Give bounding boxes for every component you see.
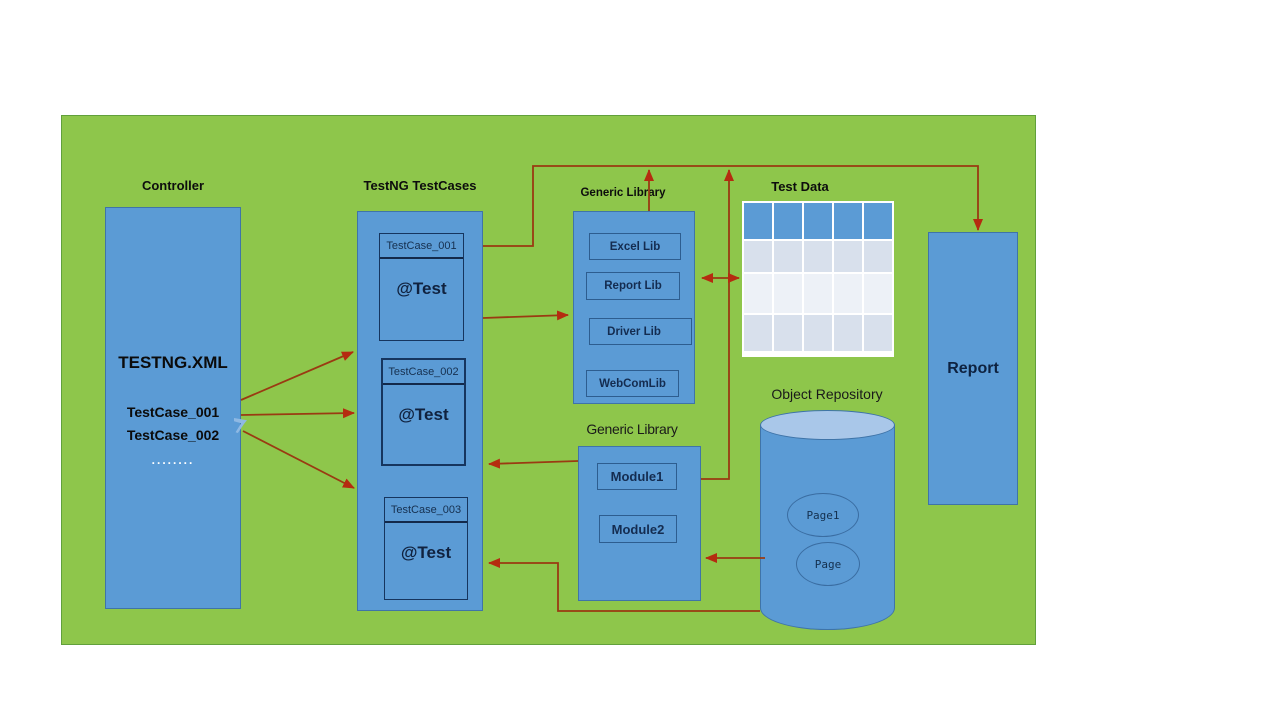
generic-library-bottom-heading: Generic Library (586, 421, 678, 437)
controller-box: TESTNG.XML TestCase_001 TestCase_002 ...… (105, 207, 241, 609)
table-cell (864, 315, 892, 351)
table-cell (744, 315, 772, 351)
testcase-001-annotation: @Test (396, 279, 447, 298)
controller-ellipsis: ........ (151, 453, 195, 467)
testcase-002-header: TestCase_002 (383, 360, 464, 385)
table-cell (804, 315, 832, 351)
table-cell (774, 241, 802, 272)
driver-lib-box: Driver Lib (589, 318, 692, 345)
testcase-003-annotation: @Test (400, 543, 452, 562)
testcase-002-box: TestCase_002 @Test (381, 358, 466, 466)
testcase-001-header: TestCase_001 (380, 234, 463, 259)
testcase-002-annotation: @Test (398, 405, 449, 424)
testcase-003-box: TestCase_003 @Test (384, 497, 468, 600)
testng-xml-label: TESTNG.XML (118, 353, 228, 372)
table-cell (834, 203, 862, 239)
table-cell (864, 203, 892, 239)
report-label: Report (947, 359, 999, 377)
controller-heading: Controller (141, 178, 205, 193)
testng-heading: TestNG TestCases (363, 178, 477, 193)
controller-case-1: TestCase_001 (126, 404, 220, 420)
table-cell (834, 241, 862, 272)
table-cell (744, 274, 772, 313)
page1-ellipse: Page1 (787, 493, 859, 537)
report-lib-box: Report Lib (586, 272, 680, 300)
test-data-heading: Test Data (771, 179, 829, 194)
object-repository-cylinder: Page1 Page (760, 410, 895, 632)
testng-box: TestCase_001 @Test TestCase_002 @Test Te… (357, 211, 483, 611)
webcomlib-box: WebComLib (586, 370, 679, 397)
page-ellipse: Page (796, 542, 860, 586)
table-cell (744, 241, 772, 272)
module2-box: Module2 (599, 515, 677, 543)
object-repository-heading: Object Repository (771, 386, 883, 402)
module1-box: Module1 (597, 463, 677, 490)
table-cell (774, 315, 802, 351)
table-cell (864, 241, 892, 272)
table-cell (834, 315, 862, 351)
test-data-table (742, 201, 894, 357)
testcase-003-header: TestCase_003 (385, 498, 467, 523)
table-cell (834, 274, 862, 313)
table-cell (744, 203, 772, 239)
excel-lib-box: Excel Lib (589, 233, 681, 260)
cylinder-top-ellipse (760, 410, 895, 440)
testcase-001-box: TestCase_001 @Test (379, 233, 464, 341)
table-cell (804, 203, 832, 239)
report-box: Report (928, 232, 1018, 505)
table-cell (774, 203, 802, 239)
generic-library-top-box: Excel Lib Report Lib Driver Lib WebComLi… (573, 211, 695, 404)
table-cell (804, 274, 832, 313)
table-cell (774, 274, 802, 313)
table-cell (864, 274, 892, 313)
generic-library-top-heading: Generic Library (580, 187, 666, 199)
controller-case-2: TestCase_002 (126, 427, 220, 443)
table-cell (804, 241, 832, 272)
generic-library-bottom-box: Module1 Module2 (578, 446, 701, 601)
